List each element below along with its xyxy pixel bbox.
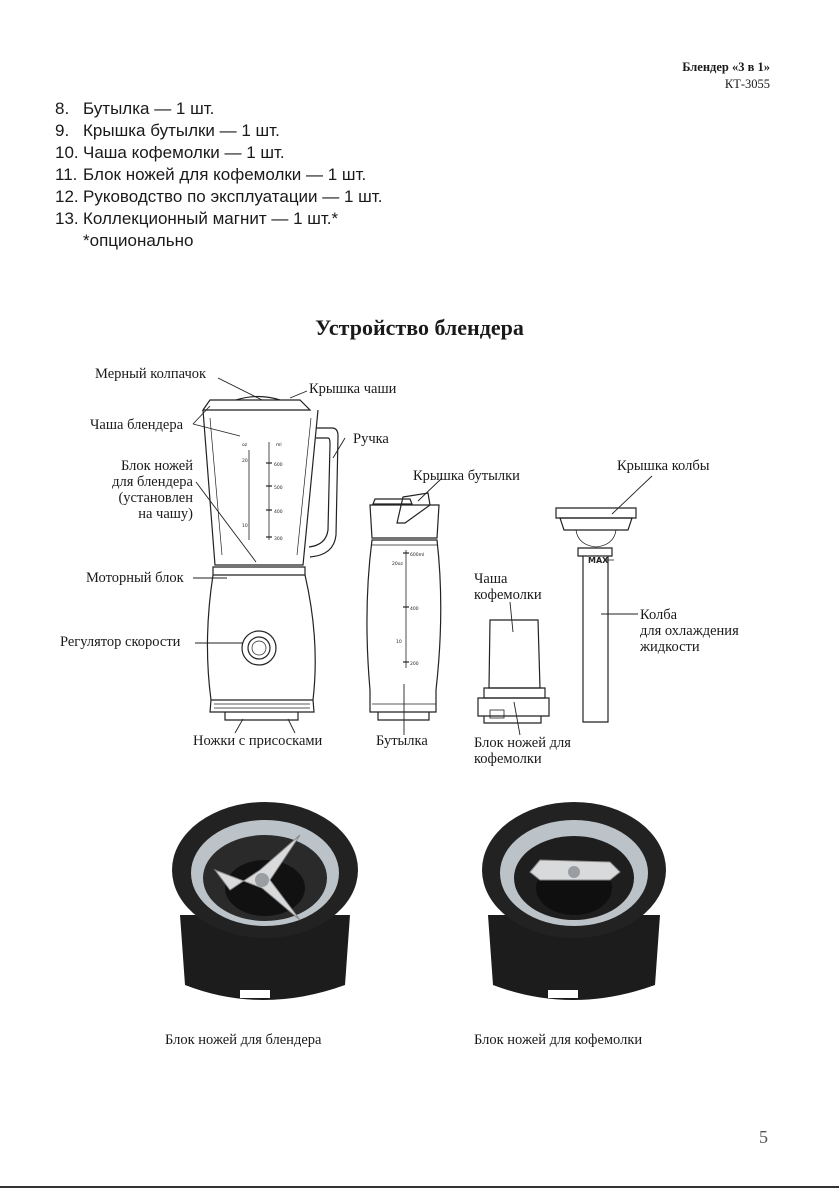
jar-scale-ml: ml — [276, 442, 282, 448]
blender-blade-photo — [160, 802, 366, 1017]
label-bottle-lid: Крышка бутылки — [413, 468, 520, 484]
label-blender-jar: Чаша блендера — [90, 417, 183, 433]
grinder-blade-photo — [470, 802, 675, 1017]
flask-max-mark: MAX — [588, 556, 609, 565]
bottle-scale-tick: 200 — [410, 661, 419, 667]
label-blade-unit-blender: Блок ножей для блендера (установлен на ч… — [90, 458, 193, 522]
grinder-illustration — [478, 620, 549, 723]
label-speed-regulator: Регулятор скорости — [60, 634, 180, 650]
label-handle: Ручка — [353, 431, 389, 447]
bottle-scale-tick: 20oz — [392, 561, 403, 567]
jar-scale-tick: 400 — [274, 509, 283, 515]
label-suction-feet: Ножки с присосками — [193, 733, 322, 749]
blender-jar-illustration — [203, 397, 338, 721]
bottle-scale-tick: 10 — [396, 639, 402, 645]
jar-scale-tick: 20 — [242, 458, 248, 464]
label-blade-unit-grinder: Блок ножей для кофемолки — [474, 735, 571, 767]
bottom-rule — [0, 1186, 839, 1188]
label-grinder-bowl: Чаша кофемолки — [474, 571, 542, 603]
label-motor-unit: Моторный блок — [86, 570, 184, 586]
jar-scale-oz: oz — [242, 443, 248, 448]
flask-illustration — [556, 508, 636, 722]
label-bottle: Бутылка — [376, 733, 428, 749]
bottle-scale-tick: 600ml — [410, 552, 424, 558]
jar-scale-tick: 500 — [274, 485, 283, 491]
caption-blender-blades: Блок ножей для блендера — [165, 1032, 321, 1049]
page-number: 5 — [759, 1127, 768, 1148]
jar-scale-tick: 10 — [242, 523, 248, 529]
jar-scale-tick: 600 — [274, 462, 283, 468]
caption-grinder-blades: Блок ножей для кофемолки — [474, 1032, 642, 1049]
label-cooling-flask: Колба для охлаждения жидкости — [640, 607, 739, 655]
bottle-scale-tick: 400 — [410, 606, 419, 612]
label-measuring-cap: Мерный колпачок — [95, 366, 206, 382]
label-flask-lid: Крышка колбы — [617, 458, 709, 474]
label-jar-lid: Крышка чаши — [309, 381, 396, 397]
jar-scale-tick: 300 — [274, 536, 283, 542]
